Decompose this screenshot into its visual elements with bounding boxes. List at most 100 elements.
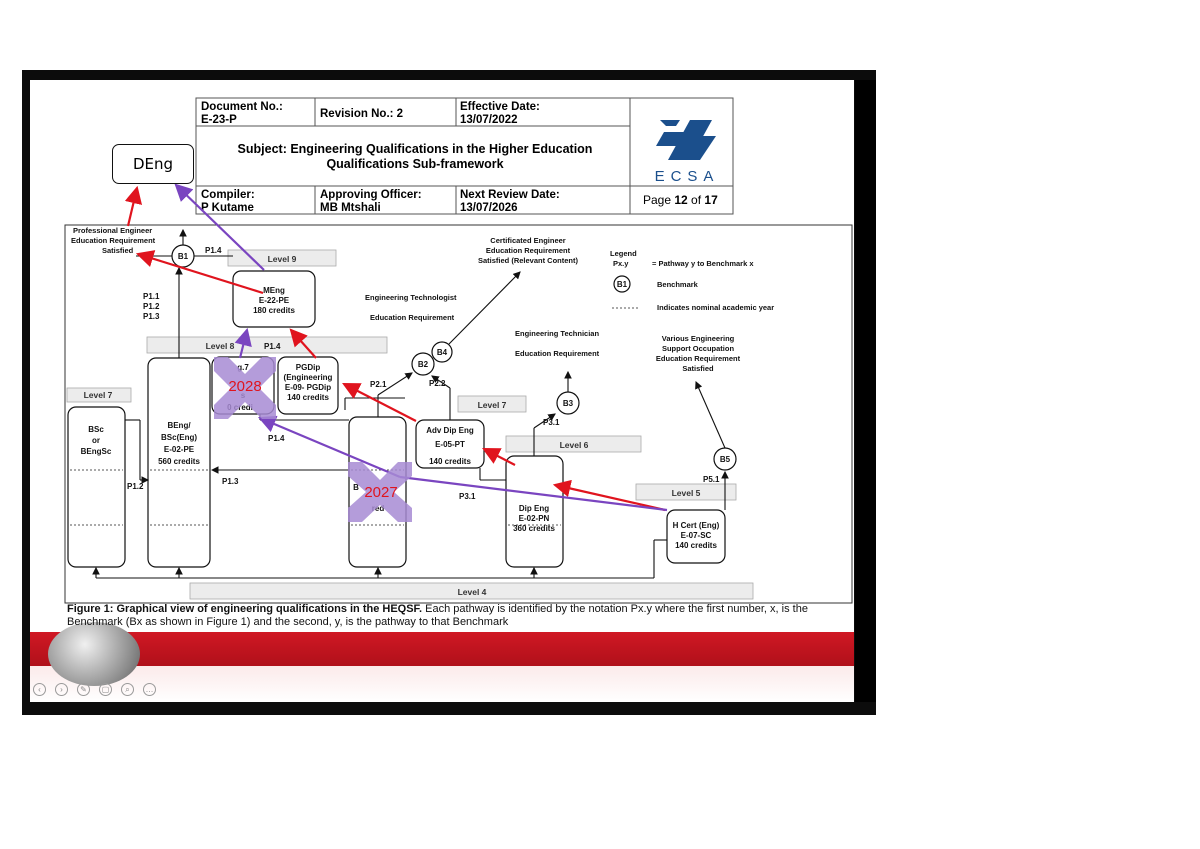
b2-label: B2 [418,360,429,369]
level-4-bar [189,582,754,600]
support-req-line-2: Support Occupation [662,344,735,353]
bsc-line-2: or [92,436,100,445]
approving-value: MB Mtshali [320,202,381,214]
level-7-label-left: Level 7 [84,390,113,400]
doc-no-label: Document No.: [201,101,283,113]
effective-date-value: 13/07/2022 [460,114,518,126]
level-7-label-right: Level 7 [478,400,507,410]
legend-dots-desc: Indicates nominal academic year [657,303,774,312]
hcert-box [666,509,726,564]
beng-line-4: 560 credits [158,457,200,466]
benchmark-b4 [431,341,453,363]
pathway-p22: P2.2 [429,379,446,388]
pathway-p21: P2.1 [370,380,387,389]
pgdip-line-2: (Engineering [284,373,333,382]
frame-edge [855,80,876,702]
pgdip-line-4: 140 credits [287,393,329,402]
bsc-line-3: BEngSc [81,447,112,456]
pe-req-line-2: Education Requirement [71,236,156,245]
support-req-line-3: Education Requirement [656,354,741,363]
figure-caption: Figure 1: Graphical view of engineering … [67,603,847,629]
dipeng-line-2: E-02-PN [519,514,550,523]
pathway-p12b: P1.2 [127,482,144,491]
cert-req-line-2: Education Requirement [486,246,571,255]
pg-partial-line-3: 0 credi [227,403,253,412]
meng-line-1: MEng [263,286,285,295]
subject-line-2: Qualifications Sub-framework [326,157,503,171]
diagram-frame [64,224,853,604]
compiler-label: Compiler: [201,189,255,201]
pathway-p12: P1.2 [143,302,160,311]
deng-annotation-box: DEng [112,144,194,184]
cert-req-line-3: Satisfied (Relevant Content) [478,256,579,265]
more-options-icon[interactable]: … [143,683,156,696]
view-icon[interactable]: ▢ [99,683,112,696]
ecsa-logo: ECSA [655,120,716,185]
beng-line-1: BEng/ [167,421,191,430]
hcert-line-2: E-07-SC [681,531,712,540]
document-header-table [195,97,734,215]
page-indicator: Page 12 of 17 [643,193,718,207]
advdip-line-3: 140 credits [429,457,471,466]
meng-box [232,270,316,328]
benchmark-b2 [411,352,435,376]
support-req-line-1: Various Engineering [662,334,735,343]
b3-label: B3 [563,399,574,408]
beng-line-2: BSc(Eng) [161,433,197,442]
level-7-bar-right [457,395,527,413]
level-5-label: Level 5 [672,488,701,498]
pathway-p14b: P1.4 [264,342,281,351]
slide-footer-fade [30,666,854,702]
pen-icon[interactable]: ✎ [77,683,90,696]
tech-req-line-1: Engineering Technologist [365,293,457,302]
revision-label: Revision No.: 2 [320,108,403,120]
beng-line-3: E-02-PE [164,445,195,454]
pathway-p31b: P3.1 [459,492,476,501]
technician-req-line-2: Education Requirement [515,349,600,358]
next-slide-icon[interactable]: › [55,683,68,696]
btech-partial-line-1: B [353,483,359,492]
dipeng-line-1: Dip Eng [519,504,549,513]
legend-pxy: Px.y [613,259,629,268]
b4-label: B4 [437,348,448,357]
effective-date-label: Effective Date: [460,101,540,113]
legend-title: Legend [610,249,637,258]
pathway-p14c: P1.4 [268,434,285,443]
pgdip-line-3: E-09- PGDip [285,383,331,392]
pathway-p14a: P1.4 [205,246,222,255]
advdip-line-1: Adv Dip Eng [426,426,474,435]
next-review-value: 13/07/2026 [460,202,518,214]
caption-bold: Figure 1: Graphical view of engineering … [67,603,423,615]
approving-label: Approving Officer: [320,189,422,201]
bsc-line-1: BSc [88,425,104,434]
dipeng-line-3: 360 credits [513,524,555,533]
b1-label: B1 [178,252,189,261]
b5-label: B5 [720,455,731,464]
technician-req-line-1: Engineering Technician [515,329,599,338]
level-6-bar [505,435,642,453]
pathway-p13b: P1.3 [222,477,239,486]
pathway-p51: P5.1 [703,475,720,484]
pe-req-line-1: Professional Engineer [73,226,152,235]
pe-req-line-3: Satisfied [102,246,134,255]
doc-no-value: E-23-P [201,114,237,126]
next-review-label: Next Review Date: [460,189,560,201]
level-4-label: Level 4 [458,587,487,597]
cross-2028 [214,357,276,419]
tech-req-line-2: Education Requirement [370,313,455,322]
zoom-icon[interactable]: ⌕ [121,683,134,696]
btech-partial-line-2: red [372,504,385,513]
meng-line-3: 180 credits [253,306,295,315]
level-8-label: Level 8 [206,341,235,351]
pathway-p11: P1.1 [143,292,160,301]
hcert-line-3: 140 credits [675,541,717,550]
caption-rest: Each pathway is identified by the notati… [67,603,808,628]
compiler-value: P Kutame [201,202,254,214]
cross-2027 [348,462,412,522]
prev-slide-icon[interactable]: ‹ [33,683,46,696]
footer-logo [48,622,140,686]
pgdip-box [277,356,339,415]
meng-line-2: E-22-PE [259,296,290,305]
